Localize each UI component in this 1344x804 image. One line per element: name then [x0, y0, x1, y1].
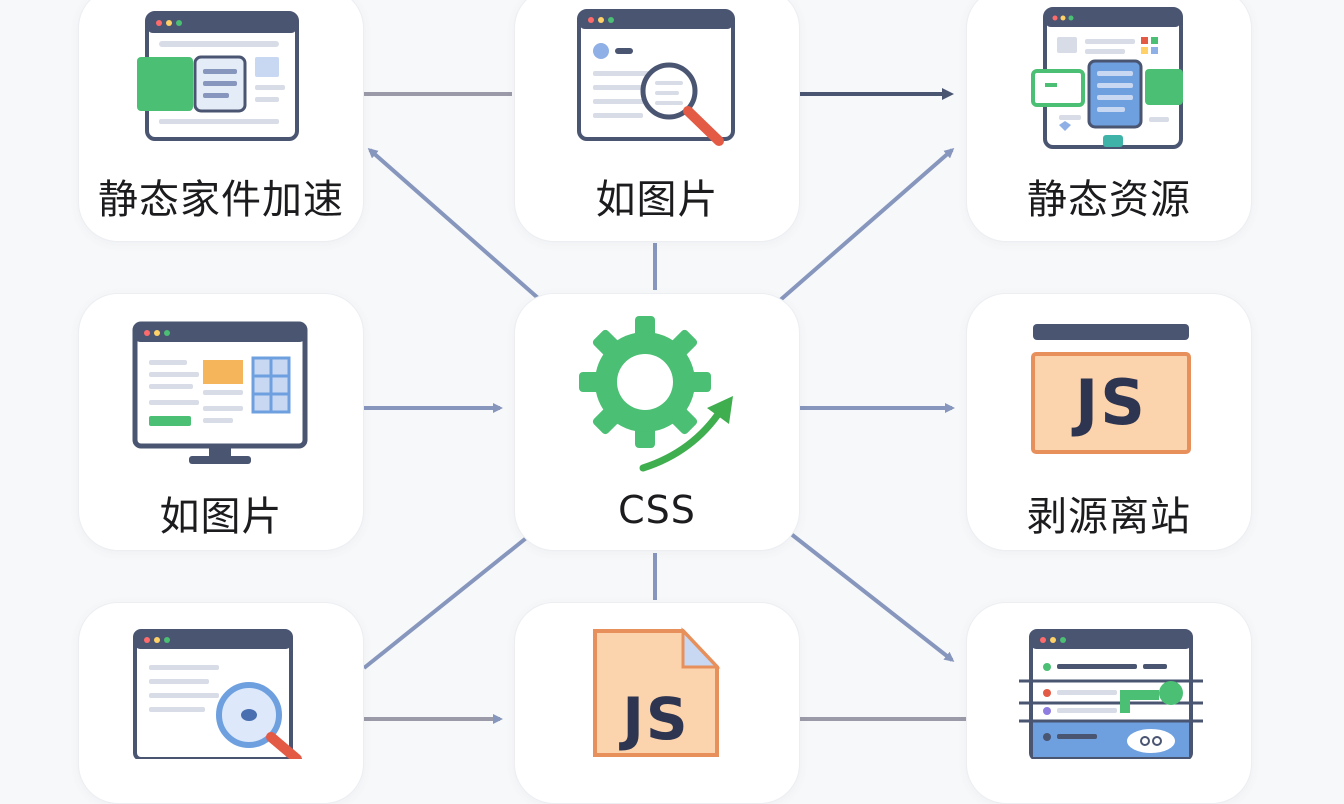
edge-center-topright: [776, 148, 955, 304]
browser-window-icon: [137, 11, 299, 141]
diagram: 静态家件加速 如图片: [78, 0, 1252, 804]
node-bottom-right: [966, 602, 1252, 804]
node-bottom-center: JS: [514, 602, 800, 804]
node-mid-left: 如图片: [78, 293, 364, 551]
node-center: CSS: [514, 293, 800, 551]
node-label: CSS: [618, 488, 696, 532]
search-page-icon: [133, 629, 302, 759]
node-top-right: 静态资源: [966, 0, 1252, 242]
node-mid-right: JS 剥源离站: [966, 293, 1252, 551]
node-bottom-left: [78, 602, 364, 804]
edge-center-bottomright: [784, 528, 955, 662]
monitor-icon: [132, 321, 308, 464]
js-file-icon: [593, 627, 721, 757]
node-top-left: 静态家件加速: [78, 0, 364, 242]
node-label: 静态资源: [1027, 177, 1191, 223]
js-badge: JS: [622, 685, 690, 753]
search-page-icon: [577, 9, 735, 146]
connector-layer: [362, 88, 966, 724]
edge-center-bottomleft: [362, 533, 532, 670]
js-badge: JS: [1075, 366, 1147, 439]
node-top-center: 如图片: [514, 0, 800, 242]
node-label: 如图片: [159, 494, 283, 540]
gear-arrow-icon: [579, 316, 733, 472]
js-window-icon: [1031, 324, 1191, 454]
node-label: 静态家件加速: [98, 177, 344, 223]
settings-window-icon: [1019, 629, 1203, 759]
node-label: 剥源离站: [1027, 494, 1191, 540]
edge-center-topleft: [367, 148, 540, 300]
node-label: 如图片: [595, 177, 719, 223]
dashboard-window-icon: [1031, 7, 1183, 149]
